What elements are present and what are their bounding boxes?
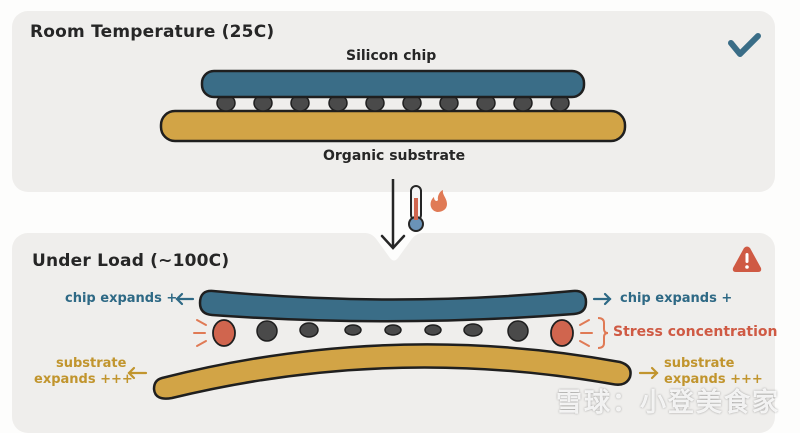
chip-expands-right-label: chip expands + <box>620 291 733 306</box>
watermark: 雪球：小登美食家 <box>556 388 781 418</box>
organic-substrate-label: Organic substrate <box>323 148 466 164</box>
substrate-warped <box>152 343 632 400</box>
solder-bump <box>299 322 319 338</box>
room-temperature-panel <box>12 11 775 192</box>
warning-icon <box>732 246 762 272</box>
solder-bump <box>507 320 529 342</box>
stressed-solder-bump <box>550 319 574 347</box>
solder-bump <box>463 323 483 337</box>
arrow-down-icon <box>380 179 406 250</box>
room-temperature-title: Room Temperature (25C) <box>30 22 275 42</box>
flame-icon <box>430 190 447 212</box>
arrow-right-chip-icon <box>592 292 612 306</box>
substrate-expands-right-label-1: substrate <box>664 356 735 371</box>
solder-bump <box>256 320 278 342</box>
silicon-chip-flat <box>200 69 586 99</box>
solder-bump <box>384 324 402 336</box>
checkmark-icon <box>728 33 761 57</box>
substrate-flat <box>159 109 627 143</box>
substrate-expands-right-label-2: expands +++ <box>664 372 763 387</box>
substrate-expands-left-label-1: substrate <box>56 356 127 371</box>
arrow-right-substrate-icon <box>638 366 659 380</box>
arrow-left-chip-icon <box>175 292 195 306</box>
stress-rays-left <box>193 319 207 347</box>
diagram-graphics <box>127 33 762 400</box>
thermometer-icon <box>408 185 424 232</box>
silicon-chip-warped <box>198 289 588 323</box>
solder-bumps-bottom <box>212 319 574 347</box>
stressed-solder-bump <box>212 319 236 347</box>
solder-bump <box>344 324 362 336</box>
substrate-expands-left-label-2: expands +++ <box>34 372 133 387</box>
arrow-left-substrate-icon <box>127 366 148 380</box>
stress-brace <box>597 317 609 349</box>
stress-concentration-label: Stress concentration <box>613 324 778 340</box>
under-load-title: Under Load (~100C) <box>32 251 230 271</box>
stress-rays-right <box>579 319 593 347</box>
solder-bump <box>424 324 442 336</box>
chip-expands-left-label: chip expands + <box>65 291 178 306</box>
silicon-chip-label: Silicon chip <box>346 48 437 64</box>
solder-bumps-top <box>216 94 570 112</box>
